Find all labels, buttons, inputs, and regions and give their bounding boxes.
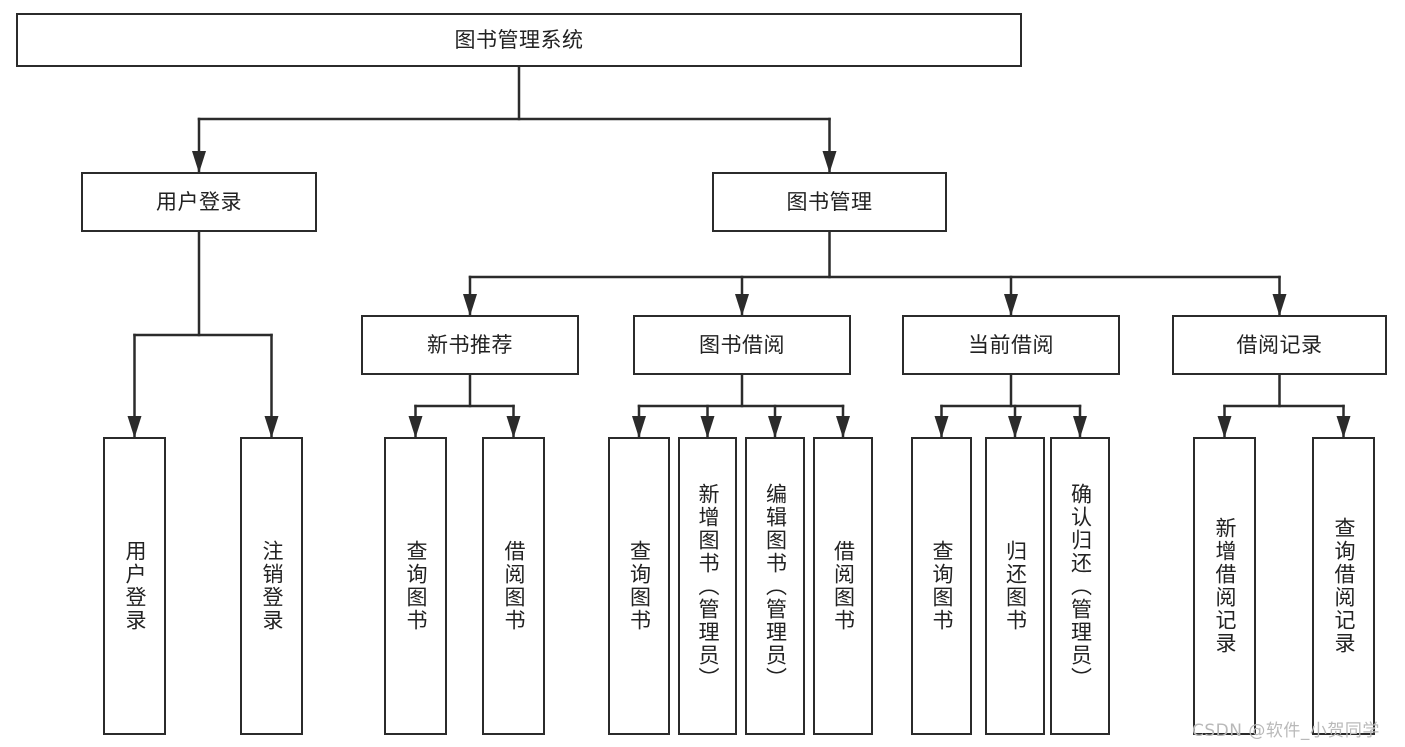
node-leaf-query-book-2: 查询图书 [608,437,670,735]
node-l3-current-borrow: 当前借阅 [902,315,1120,375]
node-leaf-user-login: 用户登录 [103,437,166,735]
node-leaf-add-book: 新增图书（管理员） [678,437,737,735]
edge-arrowhead [1004,294,1018,316]
node-leaf-borrow-book-2: 借阅图书 [813,437,873,735]
node-label: 查询图书 [627,540,652,632]
edge-arrowhead [506,416,521,438]
node-label: 注销登录 [260,540,284,632]
node-l2-book-manage: 图书管理 [712,172,947,232]
node-leaf-add-record: 新增借阅记录 [1193,437,1256,735]
node-label: 查询图书 [404,540,428,632]
edge-arrowhead [1272,294,1287,316]
node-label: 图书管理系统 [454,27,584,52]
node-leaf-edit-book: 编辑图书（管理员） [745,437,805,735]
node-leaf-borrow-book-1: 借阅图书 [482,437,545,735]
edge-arrowhead [1217,416,1232,438]
edge-arrowhead [735,294,749,316]
node-leaf-query-book-1: 查询图书 [384,437,447,735]
node-leaf-logout: 注销登录 [240,437,303,735]
edge-arrowhead [934,416,949,438]
node-leaf-return-book: 归还图书 [985,437,1045,735]
node-label: 归还图书 [1003,540,1028,632]
edge-arrowhead [836,416,850,438]
node-label: 编辑图书（管理员） [763,482,788,690]
edge-arrowhead [463,294,477,316]
edge-arrowhead [264,416,279,438]
node-leaf-query-record: 查询借阅记录 [1312,437,1375,735]
edge-arrowhead [1008,416,1022,438]
edge-arrowhead [768,416,782,438]
node-l2-user-login: 用户登录 [81,172,317,232]
node-root: 图书管理系统 [16,13,1022,67]
node-label: 当前借阅 [968,332,1054,357]
node-label: 新增图书（管理员） [696,482,720,690]
edge-arrowhead [632,416,646,438]
node-label: 查询借阅记录 [1332,517,1356,655]
edge-arrowhead [1336,416,1351,438]
node-label: 图书管理 [786,189,873,214]
node-leaf-query-book-3: 查询图书 [911,437,972,735]
node-l3-borrow-record: 借阅记录 [1172,315,1387,375]
edge-arrowhead [822,151,837,173]
node-label: 查询图书 [930,540,954,632]
edge-arrowhead [127,416,142,438]
edge-arrowhead [1073,416,1087,438]
node-label: 新书推荐 [427,332,513,357]
node-leaf-confirm-return: 确认归还（管理员） [1050,437,1110,735]
node-label: 用户登录 [123,540,147,632]
node-label: 图书借阅 [699,332,785,357]
node-l3-book-borrow: 图书借阅 [633,315,851,375]
node-label: 用户登录 [156,189,242,214]
node-label: 借阅图书 [831,540,856,632]
node-label: 借阅图书 [502,540,526,632]
node-l3-new-book-rec: 新书推荐 [361,315,579,375]
edge-arrowhead [408,416,423,438]
node-label: 确认归还（管理员） [1068,482,1093,690]
edge-arrowhead [700,416,715,438]
node-label: 借阅记录 [1236,332,1323,357]
node-label: 新增借阅记录 [1213,517,1237,655]
edge-arrowhead [192,151,206,173]
